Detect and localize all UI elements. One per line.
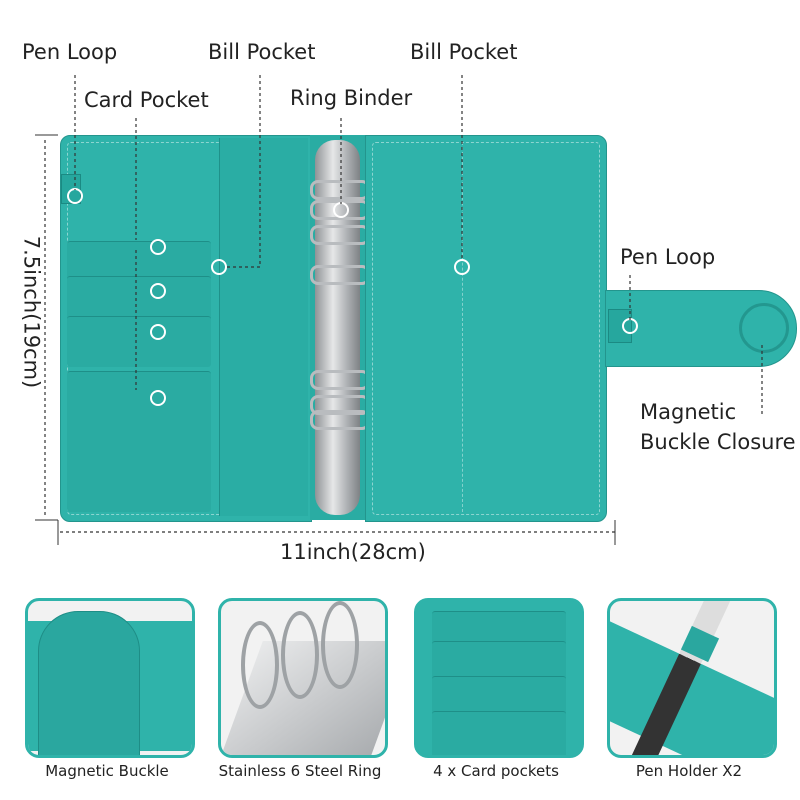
- caption-pen-holder: Pen Holder X2: [635, 762, 743, 780]
- binder-right-panel: [365, 135, 607, 522]
- caption-magnetic-buckle: Magnetic Buckle: [45, 762, 169, 780]
- binder-left-panel: [60, 135, 312, 522]
- dimension-height: 7.5inch(19cm): [19, 235, 44, 389]
- callout-bill-pocket-1: Bill Pocket: [208, 40, 316, 64]
- caption-card-pockets: 4 x Card pockets: [433, 762, 559, 780]
- callout-bill-pocket-2: Bill Pocket: [410, 40, 518, 64]
- dimension-width: 11inch(28cm): [280, 540, 426, 564]
- callout-magnetic-2: Buckle Closure: [640, 430, 796, 454]
- leader-lines: [35, 75, 763, 545]
- bill-pocket-left: [219, 138, 308, 516]
- thumb-pen-holder: [607, 598, 777, 758]
- callout-pen-loop-right: Pen Loop: [620, 245, 716, 269]
- callout-pen-loop-left: Pen Loop: [22, 40, 118, 64]
- callout-magnetic-1: Magnetic: [640, 400, 737, 424]
- thumb-card-pockets: [414, 598, 584, 758]
- bill-pocket-right: [462, 142, 464, 512]
- thumb-steel-ring: [218, 598, 388, 758]
- callout-ring-binder: Ring Binder: [290, 86, 413, 110]
- callout-card-pocket: Card Pocket: [84, 88, 209, 112]
- thumb-magnetic-buckle: [25, 598, 195, 758]
- magnet-circle: [739, 303, 789, 353]
- caption-steel-ring: Stainless 6 Steel Ring: [218, 762, 382, 780]
